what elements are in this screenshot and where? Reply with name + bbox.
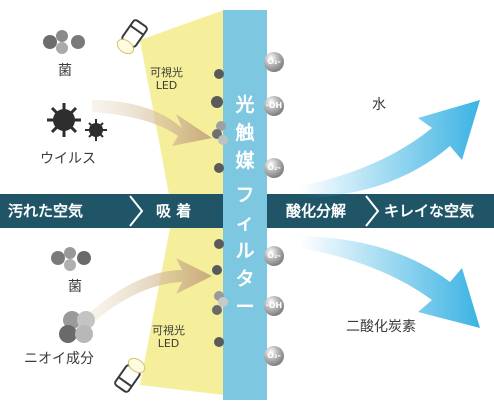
band-dirty-air: 汚れた空気 — [8, 202, 84, 220]
led-top-line2: LED — [155, 79, 178, 92]
filter-char: ル — [235, 240, 255, 262]
bacteria-icon — [51, 247, 91, 271]
arrow-up-water — [300, 100, 480, 198]
led-icon-bottom — [114, 357, 146, 393]
filter-char: ー — [235, 296, 255, 318]
filter-char: 光 — [235, 94, 255, 116]
filter-char: 触 — [235, 122, 255, 144]
filter-char: 媒 — [235, 150, 255, 172]
band-adsorption: 吸 着 — [156, 202, 192, 220]
superoxide-molecule: O₂- — [264, 346, 284, 366]
filter-char: フ — [235, 184, 255, 206]
label-water: 水 — [372, 97, 386, 113]
band-clean-air: キレイな空気 — [384, 202, 475, 220]
label-co2: 二酸化炭素 — [346, 319, 416, 335]
superoxide-molecule: O₂- — [264, 158, 284, 178]
led-top-line1: 可視光 — [150, 66, 183, 79]
bacteria-icon — [43, 30, 85, 54]
arrow-down-co2 — [300, 236, 480, 328]
label-bacteria-bottom: 菌 — [68, 279, 82, 295]
light-cone-top — [140, 10, 224, 200]
hydroxyl-molecule: ·OH — [264, 296, 284, 316]
label-odor: ニオイ成分 — [24, 351, 94, 367]
photocatalyst-filter — [223, 10, 267, 400]
process-band — [0, 194, 494, 228]
virus-icon — [47, 103, 107, 141]
superoxide-molecule: O₂- — [264, 52, 284, 72]
curved-arrow-bottom — [90, 258, 212, 320]
hydroxyl-molecule: ·OH — [264, 96, 284, 116]
band-separator-1 — [129, 195, 144, 227]
led-icon-top — [116, 19, 148, 55]
captured-particles — [211, 69, 228, 347]
label-led-top: 可視光 LED — [150, 66, 183, 92]
label-bacteria-top: 菌 — [58, 63, 72, 79]
superoxide-molecule: O₂- — [264, 246, 284, 266]
label-virus: ウイルス — [40, 151, 96, 167]
filter-char: ィ — [235, 212, 255, 234]
band-decomposition: 酸化分解 — [286, 202, 347, 220]
curved-arrow-top — [92, 100, 212, 146]
filter-char: タ — [235, 268, 255, 290]
light-cone-bottom — [140, 228, 224, 395]
band-separator-2 — [365, 195, 380, 227]
led-bottom-line1: 可視光 — [152, 324, 185, 337]
odor-icon — [59, 311, 95, 343]
label-led-bottom: 可視光 LED — [152, 324, 185, 350]
led-bottom-line2: LED — [157, 337, 180, 350]
